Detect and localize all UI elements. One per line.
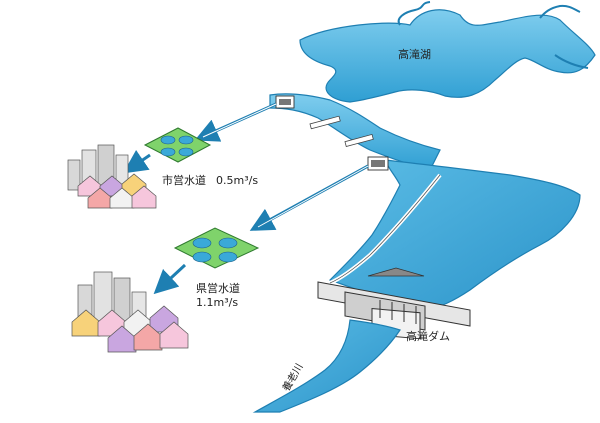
outflow-river: [252, 319, 401, 413]
bridge-2: [344, 133, 374, 148]
inlet-stream-3: [554, 54, 589, 69]
town-pref: [71, 271, 189, 353]
pipeline-pref-inner: [257, 165, 369, 228]
pipeline-city-inner: [202, 103, 277, 138]
bridge-1: [309, 115, 341, 130]
pref-flow-label: 1.1m³/s: [196, 296, 238, 309]
lake-label: 高滝湖: [398, 47, 431, 61]
city-flow-label: 0.5m³/s: [216, 174, 258, 187]
town-city: [67, 144, 157, 209]
pipeline-city-to-town: [123, 149, 151, 174]
pref-water-label: 県営水道: [196, 281, 240, 295]
intake-tower-lower: [367, 156, 389, 171]
inlet-stream-2: [539, 4, 581, 19]
city-treatment-plant: [143, 127, 212, 163]
reservoir-lower: [328, 159, 581, 313]
intake-tower-upper: [275, 95, 295, 109]
dam-label: 高滝ダム: [406, 329, 450, 343]
dam: [317, 267, 471, 340]
city-water-label: 市営水道: [162, 173, 206, 187]
pipeline-pref-to-town: [153, 263, 187, 295]
inlet-stream: [397, 1, 431, 26]
shore-road-edge: [329, 174, 441, 284]
pref-treatment-plant: [173, 227, 260, 269]
channel-middle: [269, 93, 441, 171]
lake-upper: [299, 9, 596, 103]
